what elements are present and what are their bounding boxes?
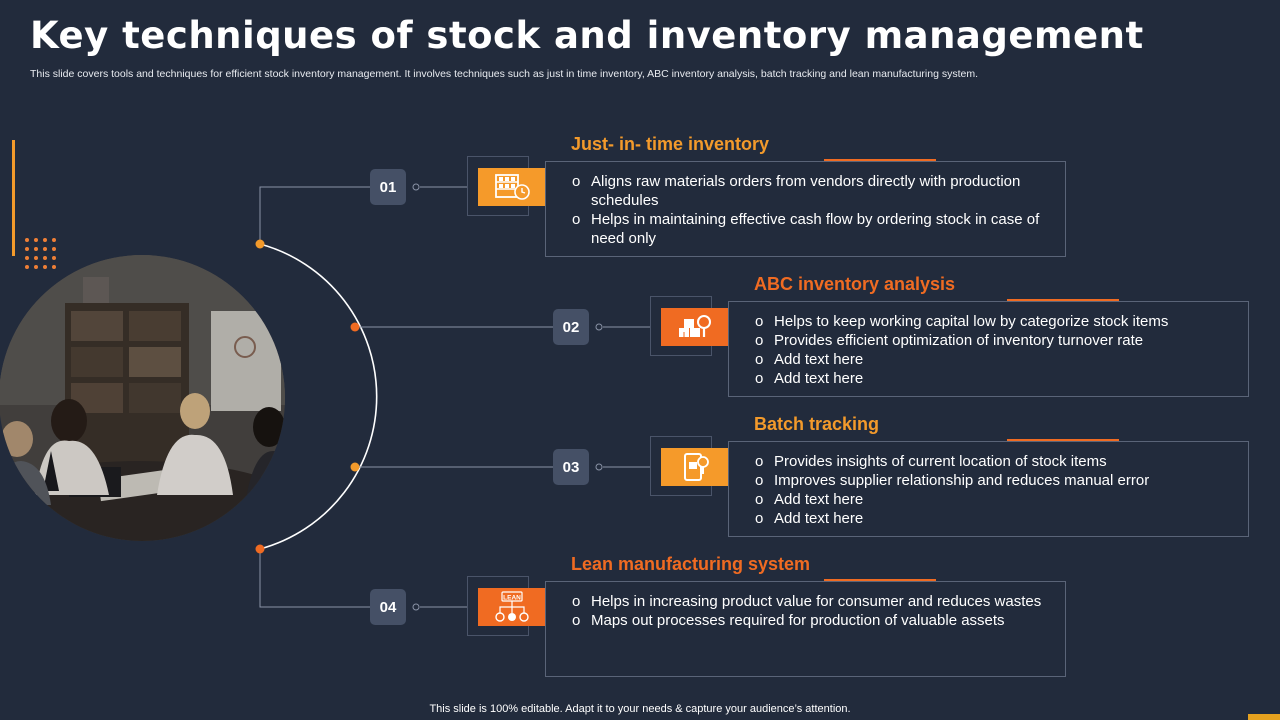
node-dot-02 bbox=[350, 322, 360, 332]
node-ring-01 bbox=[412, 183, 420, 191]
boxes-magnifier-icon bbox=[661, 308, 729, 346]
node-dot-04 bbox=[255, 544, 265, 554]
step-number-01: 01 bbox=[370, 169, 406, 205]
step-number-04: 04 bbox=[370, 589, 406, 625]
slide-subtitle: This slide covers tools and techniques f… bbox=[30, 68, 979, 80]
technique-title-01: Just- in- time inventory bbox=[571, 134, 770, 154]
accent-bar bbox=[12, 140, 15, 256]
title-underline-02 bbox=[1007, 299, 1119, 301]
slide-footer: This slide is 100% editable. Adapt it to… bbox=[429, 703, 851, 715]
team-meeting-photo bbox=[0, 255, 285, 541]
step-number-03: 03 bbox=[553, 449, 589, 485]
node-dot-03 bbox=[350, 462, 360, 472]
node-dot-01 bbox=[255, 239, 265, 249]
node-ring-04 bbox=[412, 603, 420, 611]
node-ring-02 bbox=[595, 323, 603, 331]
slide-title: Key techniques of stock and inventory ma… bbox=[30, 14, 1144, 57]
corner-accent bbox=[1248, 714, 1280, 720]
node-ring-03 bbox=[595, 463, 603, 471]
title-underline-03 bbox=[1007, 439, 1119, 441]
lean-flow-icon: LEAN bbox=[478, 588, 546, 626]
connector-01 bbox=[259, 186, 370, 244]
mobile-tracking-icon bbox=[661, 448, 729, 486]
technique-title-04: Lean manufacturing system bbox=[571, 554, 811, 574]
title-underline-04 bbox=[824, 579, 936, 581]
shelf-clock-icon bbox=[478, 168, 546, 206]
lean-icon-label: LEAN bbox=[503, 594, 521, 601]
dot-grid-decoration bbox=[25, 238, 57, 270]
technique-title-02: ABC inventory analysis bbox=[754, 274, 956, 294]
title-underline-01 bbox=[824, 159, 936, 161]
timeline-arc bbox=[259, 243, 378, 550]
connector-04 bbox=[259, 549, 370, 608]
step-number-02: 02 bbox=[553, 309, 589, 345]
technique-title-03: Batch tracking bbox=[754, 414, 880, 434]
